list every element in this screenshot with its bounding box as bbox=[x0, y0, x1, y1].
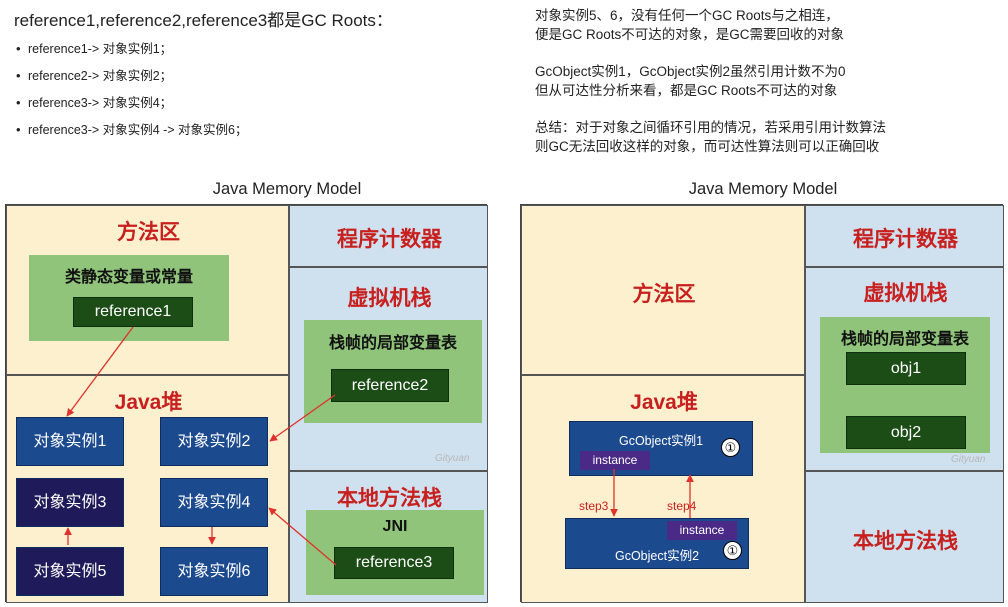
vm-stack: 虚拟机栈 栈帧的局部变量表 reference2 Gityuan bbox=[289, 267, 488, 471]
method-area-title: 方法区 bbox=[632, 283, 696, 306]
pc-register: 程序计数器 bbox=[805, 205, 1004, 267]
gc-object-1-label: GcObject实例1 bbox=[618, 434, 704, 448]
notes-right: 对象实例5、6，没有任何一个GC Roots与之相连， 便是GC Roots不可… bbox=[535, 6, 995, 174]
instance-field: instance bbox=[667, 521, 737, 540]
method-area: 方法区 bbox=[521, 205, 805, 375]
native-method-stack: 本地方法栈 JNI reference3 bbox=[289, 471, 488, 603]
watermark: Gityuan bbox=[435, 453, 470, 464]
list-item: reference3-> 对象实例4 -> 对象实例6； bbox=[14, 122, 494, 149]
local-vars-box: 栈帧的局部变量表 obj1 obj2 bbox=[820, 317, 990, 453]
pc-register: 程序计数器 bbox=[289, 205, 488, 267]
step4-label: step4 bbox=[667, 499, 697, 513]
java-heap: Java堆 对象实例1 对象实例2 对象实例3 对象实例4 对象实例5 对象实例… bbox=[6, 375, 289, 603]
static-vars-label: 类静态变量或常量 bbox=[64, 269, 193, 286]
notes-line: 但从可达性分析来看，都是GC Roots不可达的对象 bbox=[535, 83, 838, 98]
notes-line: 则GC无法回收这样的对象，而可达性算法则可以正确回收 bbox=[535, 139, 880, 154]
obj1-box: obj1 bbox=[846, 352, 966, 385]
ref-count-badge: ① bbox=[723, 541, 742, 560]
obj2-box: obj2 bbox=[846, 416, 966, 449]
notes-paragraph: GcObject实例1，GcObject实例2虽然引用计数不为0 但从可达性分析… bbox=[535, 62, 995, 100]
list-item: reference3-> 对象实例4； bbox=[14, 95, 494, 122]
list-item: reference2-> 对象实例2； bbox=[14, 68, 494, 95]
object-instance-4: 对象实例4 bbox=[160, 478, 268, 527]
right-diagram-title: Java Memory Model bbox=[688, 180, 838, 198]
step3-label: step3 bbox=[579, 499, 609, 513]
notes-left-list: reference1-> 对象实例1； reference2-> 对象实例2； … bbox=[14, 41, 494, 149]
instance-field: instance bbox=[580, 451, 650, 470]
jni-box: JNI reference3 bbox=[306, 510, 484, 595]
gc-object-2-label: GcObject实例2 bbox=[614, 549, 700, 563]
vm-stack: 虚拟机栈 栈帧的局部变量表 obj1 obj2 Gityuan bbox=[805, 267, 1004, 471]
local-vars-label: 栈帧的局部变量表 bbox=[840, 331, 969, 348]
notes-paragraph: 对象实例5、6，没有任何一个GC Roots与之相连， 便是GC Roots不可… bbox=[535, 6, 995, 44]
native-method-stack: 本地方法栈 bbox=[805, 471, 1004, 603]
java-heap-title: Java堆 bbox=[630, 391, 698, 414]
object-instance-5: 对象实例5 bbox=[16, 547, 124, 596]
vm-stack-title: 虚拟机栈 bbox=[863, 282, 948, 305]
vm-stack-title: 虚拟机栈 bbox=[347, 287, 432, 310]
left-diagram-title: Java Memory Model bbox=[212, 180, 362, 198]
right-jmm-diagram: 方法区 Java堆 GcObject实例1 instance ① instanc… bbox=[520, 204, 1004, 603]
notes-line: 便是GC Roots不可达的对象，是GC需要回收的对象 bbox=[535, 27, 845, 42]
object-instance-1: 对象实例1 bbox=[16, 417, 124, 466]
notes-left: reference1,reference2,reference3都是GC Roo… bbox=[14, 6, 494, 149]
static-vars-box: 类静态变量或常量 reference1 bbox=[29, 255, 229, 341]
notes-paragraph: 总结：对于对象之间循环引用的情况，若采用引用计数算法 则GC无法回收这样的对象，… bbox=[535, 118, 995, 156]
notes-line: 总结：对于对象之间循环引用的情况，若采用引用计数算法 bbox=[535, 120, 886, 135]
object-instance-3: 对象实例3 bbox=[16, 478, 124, 527]
notes-line: 对象实例5、6，没有任何一个GC Roots与之相连， bbox=[535, 8, 839, 23]
native-stack-title: 本地方法栈 bbox=[337, 487, 442, 510]
left-jmm-diagram: 方法区 类静态变量或常量 reference1 Java堆 对象实例1 对象实例… bbox=[5, 204, 488, 603]
local-vars-box: 栈帧的局部变量表 reference2 bbox=[304, 320, 482, 423]
reference2-box: reference2 bbox=[331, 369, 449, 402]
method-area-title: 方法区 bbox=[117, 221, 180, 244]
ref-count-badge: ① bbox=[721, 438, 740, 457]
notes-left-title: reference1,reference2,reference3都是GC Roo… bbox=[14, 11, 393, 30]
java-heap-title: Java堆 bbox=[114, 391, 183, 414]
java-heap: Java堆 GcObject实例1 instance ① instance Gc… bbox=[521, 375, 805, 603]
local-vars-label: 栈帧的局部变量表 bbox=[328, 335, 457, 352]
gc-object-instance-2: instance GcObject实例2 ① bbox=[565, 518, 749, 569]
watermark: Gityuan bbox=[951, 454, 986, 465]
reference3-box: reference3 bbox=[334, 547, 454, 579]
reference1-box: reference1 bbox=[73, 297, 193, 327]
notes-line: GcObject实例1，GcObject实例2虽然引用计数不为0 bbox=[535, 64, 846, 79]
pc-register-title: 程序计数器 bbox=[337, 228, 442, 251]
jni-label: JNI bbox=[382, 518, 408, 535]
object-instance-2: 对象实例2 bbox=[160, 417, 268, 466]
list-item: reference1-> 对象实例1； bbox=[14, 41, 494, 68]
method-area: 方法区 类静态变量或常量 reference1 bbox=[6, 205, 289, 375]
pc-register-title: 程序计数器 bbox=[853, 228, 958, 251]
gc-object-instance-1: GcObject实例1 instance ① bbox=[569, 421, 753, 476]
object-instance-6: 对象实例6 bbox=[160, 547, 268, 596]
native-stack-title: 本地方法栈 bbox=[853, 530, 958, 553]
